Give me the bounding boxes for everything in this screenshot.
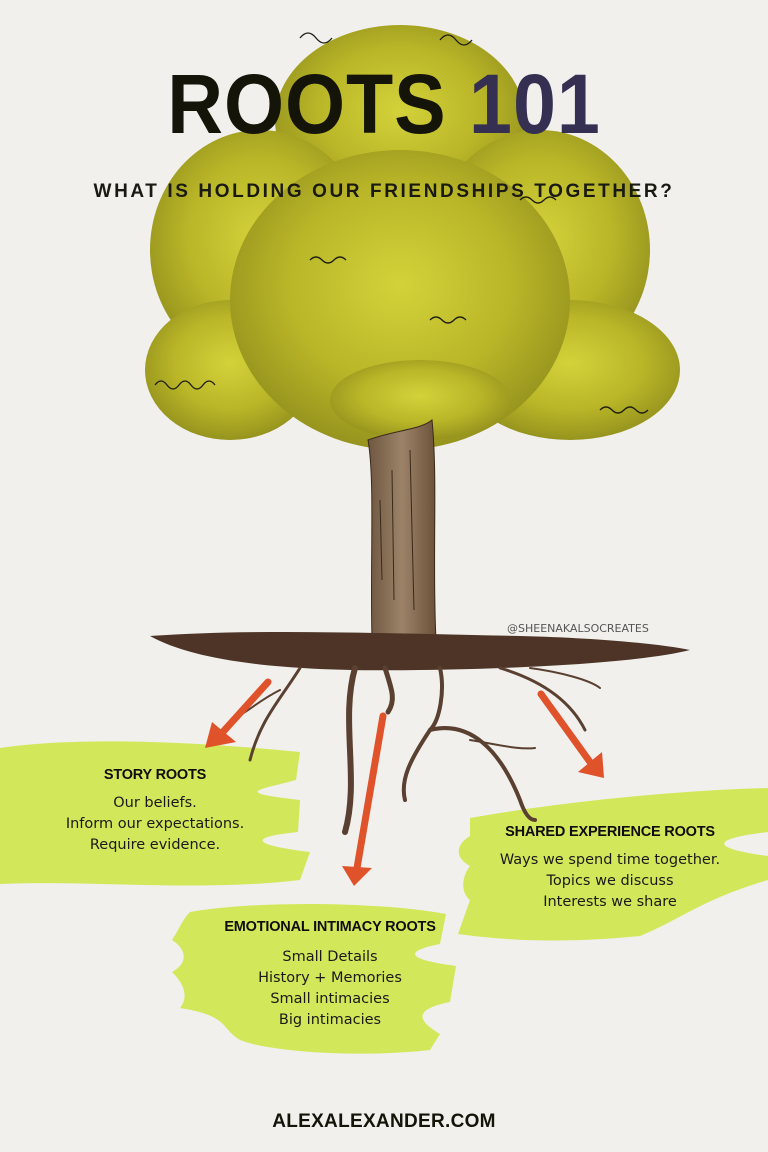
leaf-doodles (154, 32, 649, 414)
section-heading: SHARED EXPERIENCE ROOTS (505, 824, 715, 840)
highlight-strokes (0, 741, 768, 1054)
emotional-intimacy-roots-section: EMOTIONAL INTIMACY ROOTS Small Details H… (190, 919, 470, 1031)
section-line: Small Details (282, 949, 378, 965)
section-line: Inform our expectations. (65, 816, 245, 832)
title-word-101: 101 (469, 57, 601, 151)
tree-trunk (367, 419, 437, 641)
section-line: Interests we share (543, 894, 677, 910)
section-line: Small intimacies (270, 991, 390, 1007)
section-heading: EMOTIONAL INTIMACY ROOTS (224, 919, 436, 935)
tree-crown (145, 25, 680, 450)
story-roots-section: STORY ROOTS Our beliefs. Inform our expe… (10, 767, 300, 856)
shared-experience-roots-section: SHARED EXPERIENCE ROOTS Ways we spend ti… (460, 824, 760, 913)
title-word-roots: ROOTS (167, 57, 447, 151)
arrows (205, 678, 604, 886)
section-heading: STORY ROOTS (103, 767, 207, 783)
page-title: ROOTS 101 (31, 62, 738, 146)
page-subtitle: WHAT IS HOLDING OUR FRIENDSHIPS TOGETHER… (93, 181, 675, 202)
section-line: Big intimacies (278, 1012, 382, 1028)
section-line: Ways we spend time together. (499, 852, 721, 868)
artist-credit: @SHEENAKALSOCREATES (507, 622, 649, 635)
section-line: Topics we discuss (546, 873, 674, 889)
section-line: History + Memories (258, 970, 402, 986)
soil (150, 631, 690, 671)
section-line: Our beliefs. (113, 795, 197, 811)
section-line: Require evidence. (89, 837, 221, 853)
website-link[interactable]: ALEXALEXANDER.COM (272, 1111, 496, 1132)
